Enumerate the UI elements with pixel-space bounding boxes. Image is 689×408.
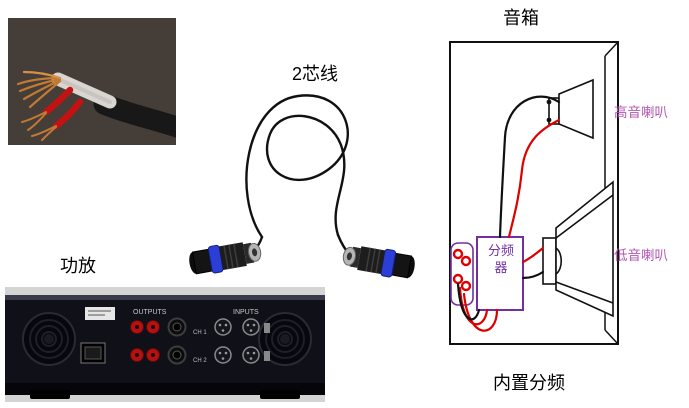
outputs-label: OUTPUTS [133, 309, 167, 316]
cable-photo [8, 18, 176, 145]
crossover-box [476, 236, 524, 311]
xlr-socket [214, 318, 232, 336]
copper-strands-lead2 [31, 125, 57, 141]
terminal-post [460, 280, 472, 292]
toggle-switch-2 [264, 351, 270, 361]
wire-red-loop-2 [462, 292, 499, 332]
tweeter-terminal-top [546, 99, 552, 105]
binding-posts [130, 320, 160, 362]
wire-red-tweeter [507, 118, 561, 239]
tweeter-cone [558, 78, 594, 140]
xlr-socket [214, 346, 232, 364]
speakon-connector-left [189, 242, 262, 275]
speaker-box-label: 音箱 [503, 8, 539, 28]
woofer-magnet [542, 237, 557, 285]
wire-black-woofer [521, 270, 545, 280]
amp-top-bevel [5, 295, 325, 300]
connector-blue-ring [207, 244, 224, 274]
woofer-dust-cap [555, 247, 563, 275]
inputs-label: INPUTS [233, 309, 259, 316]
xlr-connectors [214, 318, 260, 364]
red-lead-2 [52, 98, 84, 130]
xlr-socket [242, 318, 260, 336]
connector-tip-center [252, 248, 258, 257]
tweeter-terminal-bottom [546, 117, 552, 123]
copper-strands-lead1 [21, 111, 47, 131]
crossover-label-line2: 器 [494, 260, 508, 275]
crossover-label: 分频 器 [478, 242, 524, 276]
woofer-cone-line-top [555, 194, 614, 239]
xlr-socket [242, 346, 260, 364]
connector-tip-center [346, 252, 352, 261]
power-inlet [80, 342, 106, 364]
woofer-label: 低音喇叭 [614, 248, 668, 263]
copper-strands-upper [16, 70, 62, 109]
spec-label [85, 307, 115, 320]
tweeter [546, 78, 594, 140]
woofer [542, 180, 614, 318]
cable-label: 2芯线 [292, 64, 339, 84]
fan-right [258, 312, 312, 366]
cable-jacket-shading [56, 77, 112, 104]
ch2-label: CH 2 [193, 358, 207, 364]
connector-ridges [223, 243, 239, 270]
toggle-switch-1 [264, 323, 270, 333]
speakon-connector-right [342, 246, 415, 279]
crossover-label-line1: 分频 [487, 243, 514, 258]
speaker-box-diagram [449, 41, 619, 345]
wire-black-loop [456, 282, 481, 321]
amplifier-photo: OUTPUTS CH 1 CH 2 INPUTS [5, 287, 325, 402]
connector-mid-body [357, 246, 385, 275]
speakon-sockets [167, 317, 187, 365]
tweeter-label: 高音喇叭 [614, 105, 668, 120]
amp-foot-right [260, 390, 300, 399]
ch1-label: CH 1 [193, 330, 207, 336]
red-lead-1 [42, 86, 74, 116]
amp-bottom-strip [5, 383, 325, 395]
wire-coil [245, 94, 349, 239]
wire-red-woofer [521, 246, 545, 264]
wire-coil-and-connectors [189, 94, 415, 279]
builtin-crossover-label: 内置分频 [493, 373, 565, 393]
woofer-cone-line-bottom [555, 281, 614, 304]
connector-mid-body [219, 242, 247, 271]
terminal-post [452, 248, 464, 260]
fan-left [22, 312, 76, 366]
amplifier-label: 功放 [60, 256, 96, 276]
connector-ridges [365, 247, 381, 274]
woofer-cone [555, 180, 614, 318]
amp-foot-left [30, 390, 70, 399]
wire-black-tweeter [498, 95, 561, 239]
terminal-post [460, 255, 472, 267]
